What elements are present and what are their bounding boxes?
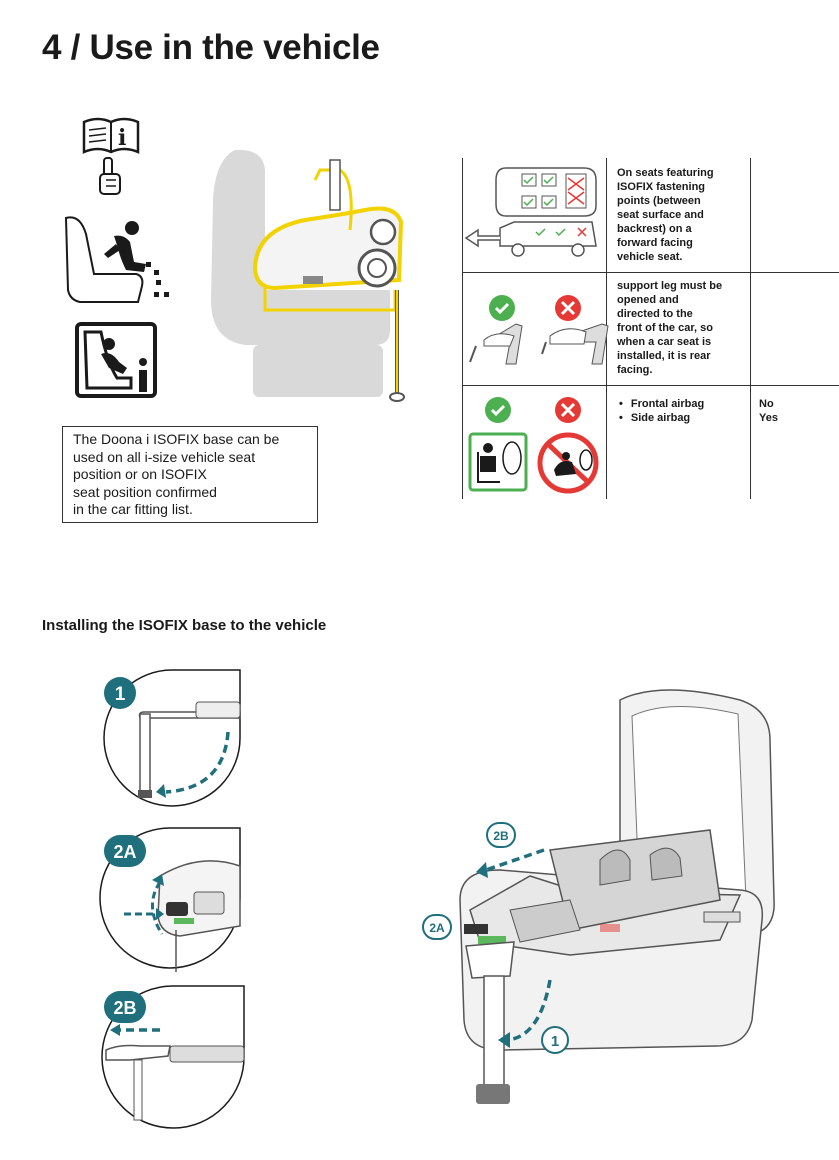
table-border	[462, 158, 463, 499]
support-leg-illustration	[469, 295, 609, 365]
main-step1-badge: 1	[541, 1026, 569, 1054]
main-step2b-label: 2B	[493, 829, 509, 843]
step2b-badge: 2B	[104, 991, 146, 1023]
car-seat-positions-illustration	[464, 167, 597, 257]
section-title: Installing the ISOFIX base to the vehicl…	[42, 617, 327, 634]
table-cell-line: forward facing	[617, 237, 693, 249]
step2a-badge-label: 2A	[113, 842, 136, 862]
table-cell-line: when a car seat is	[617, 336, 712, 348]
table-cell-line: points (between	[617, 195, 701, 207]
airbag-allowed-icon	[468, 432, 528, 492]
step1-badge-label: 1	[115, 684, 126, 705]
step2a-badge: 2A	[104, 835, 146, 867]
airbag-forbidden-icon	[537, 432, 599, 494]
table-row-divider	[462, 385, 839, 386]
note-line: position or on ISOFIX	[73, 466, 207, 482]
step2b-badge-label: 2B	[113, 998, 136, 1018]
table-cell-line: On seats featuring	[617, 167, 714, 179]
note-line: The Doona i ISOFIX base can be	[73, 431, 280, 447]
svg-text:i: i	[118, 125, 126, 151]
table-cell-line: vehicle seat.	[617, 251, 683, 263]
page-title: 4 / Use in the vehicle	[42, 28, 380, 67]
seat-posture-icon	[64, 216, 169, 303]
airbag-value: No	[759, 398, 774, 410]
table-cell-line: opened and	[617, 294, 679, 306]
cross-icon	[555, 397, 581, 423]
table-cell-line: backrest) on a	[617, 223, 692, 235]
main-step2a-label: 2A	[429, 921, 445, 935]
note-line: in the car fitting list.	[73, 501, 193, 517]
table-cell-line: support leg must be	[617, 280, 723, 292]
main-step1-label: 1	[551, 1033, 559, 1050]
note-line: seat position confirmed	[73, 483, 217, 500]
manual-info-icon: i	[82, 117, 140, 195]
table-cell-line: directed to the	[617, 308, 693, 320]
vehicle-seat-illustration	[211, 149, 405, 402]
table-cell-line: ISOFIX fastening	[617, 181, 706, 193]
step1-badge: 1	[104, 677, 136, 709]
isofix-base-illustration	[459, 689, 775, 1104]
main-step2b-badge: 2B	[486, 822, 516, 848]
check-icon	[485, 397, 511, 423]
table-cell-line: front of the car, so	[617, 322, 713, 334]
airbag-values: No Yes	[759, 397, 778, 425]
airbag-list: Frontal airbag Side airbag	[619, 397, 704, 425]
table-divider	[750, 158, 751, 499]
child-seat-info-icon	[75, 322, 157, 398]
airbag-item: Frontal airbag	[619, 397, 704, 411]
row2-text: support leg must be opened and directed …	[617, 279, 722, 377]
note-line: used on all i-size vehicle seat	[73, 448, 256, 465]
info-table: On seats featuring ISOFIX fastening poin…	[462, 158, 839, 499]
step1-detail	[103, 669, 241, 807]
table-cell-line: installed, it is rear	[617, 350, 711, 362]
airbag-item: Side airbag	[619, 411, 704, 425]
main-step2a-badge: 2A	[422, 914, 452, 940]
row1-text: On seats featuring ISOFIX fastening poin…	[617, 166, 714, 264]
table-cell-line: seat surface and	[617, 209, 704, 221]
table-row-divider	[462, 272, 839, 273]
table-cell-line: facing.	[617, 364, 653, 376]
step2b-detail	[101, 985, 245, 1129]
airbag-value: Yes	[759, 412, 778, 424]
compatibility-note: The Doona i ISOFIX base can be used on a…	[62, 426, 318, 523]
